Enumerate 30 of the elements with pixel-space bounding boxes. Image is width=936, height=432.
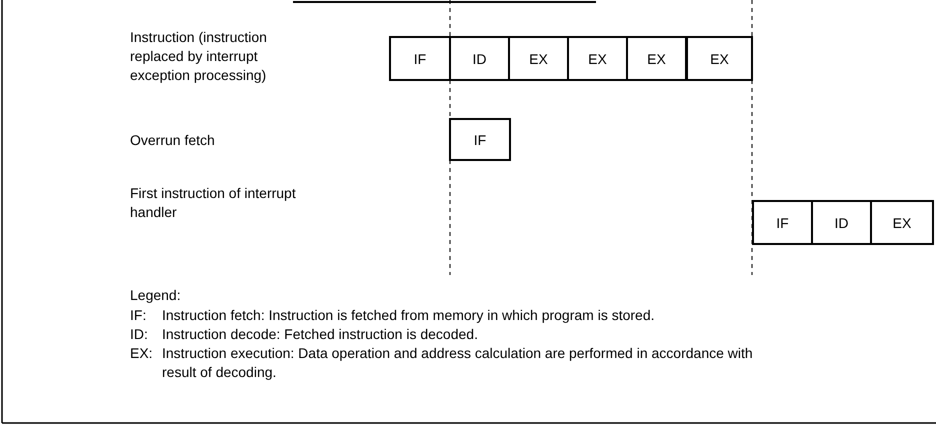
row-label: First instruction of interrupt handler bbox=[130, 184, 297, 222]
legend-text: Instruction fetch: Instruction is fetched from memory in which program is stored. bbox=[162, 306, 656, 325]
legend-text: Instruction execution: Data operation and address calculation are performed in accordance with result of decoding. bbox=[162, 344, 754, 382]
stage-label: ID bbox=[834, 214, 848, 230]
row-label: Instruction (instruction replaced by interrupt exception processing) bbox=[130, 28, 268, 85]
stage-label: ID bbox=[472, 50, 486, 66]
stage-box bbox=[626, 36, 687, 81]
row-label: Overrun fetch bbox=[130, 131, 216, 150]
stage-label: EX bbox=[710, 50, 729, 66]
stage-box bbox=[811, 200, 872, 245]
legend-key: EX: bbox=[130, 344, 160, 363]
stage-box bbox=[508, 36, 569, 81]
stage-label: EX bbox=[588, 50, 607, 66]
stage-box bbox=[449, 36, 510, 81]
legend-key: IF: bbox=[130, 306, 160, 325]
stage-box bbox=[449, 118, 511, 161]
stage-box bbox=[567, 36, 628, 81]
stage-label: EX bbox=[647, 50, 666, 66]
stage-label: IF bbox=[414, 50, 426, 66]
stage-label: IF bbox=[474, 132, 486, 148]
stage-label: EX bbox=[529, 50, 548, 66]
stage-label: EX bbox=[892, 214, 912, 230]
legend-heading: Legend: bbox=[130, 286, 182, 305]
legend-text: Instruction decode: Fetched instruction is decoded. bbox=[162, 325, 479, 344]
stage-box bbox=[870, 200, 934, 245]
stage-box bbox=[686, 36, 753, 81]
legend-key: ID: bbox=[130, 325, 160, 344]
stage-box bbox=[389, 36, 451, 81]
stage-label: IF bbox=[776, 214, 789, 230]
stage-box bbox=[752, 200, 813, 245]
